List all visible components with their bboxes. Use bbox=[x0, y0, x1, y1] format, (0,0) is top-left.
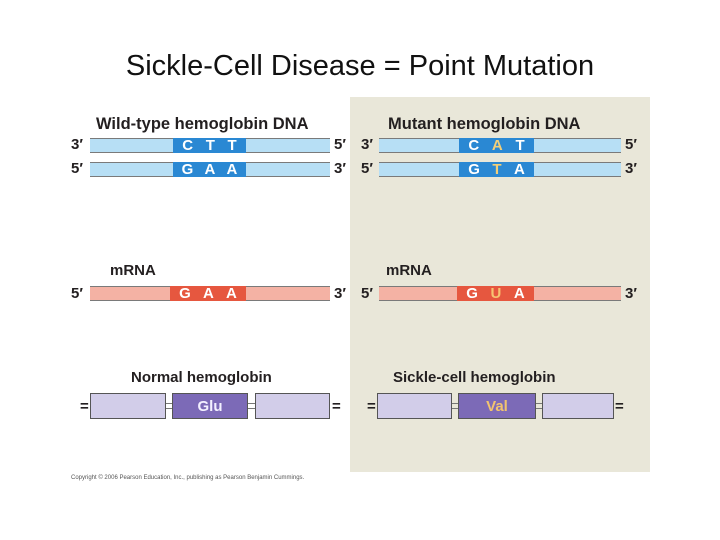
wt-peptide-bond-2 bbox=[248, 403, 255, 409]
wt-coding-base-2: A bbox=[204, 161, 216, 178]
wt-mrna-base-1: G bbox=[179, 285, 191, 302]
mut-coding-codon: G T A bbox=[459, 161, 534, 178]
wt-protein-bead-right bbox=[255, 393, 330, 419]
mut-coding-base-2-mutated: T bbox=[492, 161, 502, 178]
mut-template-base-2-mutated: A bbox=[491, 137, 503, 154]
wild-type-dna-heading: Wild-type hemoglobin DNA bbox=[96, 115, 309, 133]
wt-peptide-bond-1 bbox=[166, 403, 172, 409]
mut-template-codon: C A T bbox=[459, 137, 534, 154]
wt-template-left-end: 3′ bbox=[71, 136, 83, 153]
wt-left-bond-glyph: = bbox=[80, 398, 89, 415]
mut-mrna-base-3: A bbox=[513, 285, 525, 302]
mutant-dna-heading: Mutant hemoglobin DNA bbox=[388, 115, 581, 133]
mut-right-bond-glyph: = bbox=[615, 398, 624, 415]
mut-mrna-base-1: G bbox=[466, 285, 478, 302]
wt-coding-left-end: 5′ bbox=[71, 160, 83, 177]
wt-mrna-base-3: A bbox=[226, 285, 237, 302]
wt-template-right-end: 5′ bbox=[334, 136, 346, 153]
mut-template-base-1: C bbox=[468, 137, 480, 154]
mut-peptide-bond-1 bbox=[452, 403, 458, 409]
wt-template-codon: C T T bbox=[173, 137, 246, 154]
wt-mrna-right-end: 3′ bbox=[334, 285, 346, 302]
wt-right-bond-glyph: = bbox=[332, 398, 341, 415]
mut-template-left-end: 3′ bbox=[361, 136, 373, 153]
mut-protein-bead-left bbox=[377, 393, 452, 419]
wt-mrna-base-2: A bbox=[202, 285, 214, 302]
mut-left-bond-glyph: = bbox=[367, 398, 376, 415]
wt-coding-codon: G A A bbox=[173, 161, 246, 178]
wt-amino-acid-bead: Glu bbox=[172, 393, 248, 419]
wt-coding-base-1: G bbox=[181, 161, 194, 178]
wt-template-base-3: T bbox=[227, 137, 237, 154]
mut-coding-base-3: A bbox=[513, 161, 525, 178]
mut-mrna-codon: G U A bbox=[457, 285, 534, 302]
slide-title: Sickle-Cell Disease = Point Mutation bbox=[125, 50, 595, 82]
mut-protein-bead-right bbox=[542, 393, 614, 419]
wt-protein-bead-left bbox=[90, 393, 166, 419]
wt-coding-right-end: 3′ bbox=[334, 160, 346, 177]
wt-mrna-codon: G A A bbox=[170, 285, 246, 302]
wt-mrna-label: mRNA bbox=[110, 262, 156, 279]
mut-mrna-base-2-mutated: U bbox=[490, 285, 502, 302]
mut-template-base-3: T bbox=[515, 137, 525, 154]
sickle-cell-hemoglobin-label: Sickle-cell hemoglobin bbox=[393, 369, 556, 386]
mut-mrna-left-end: 5′ bbox=[361, 285, 373, 302]
mut-template-right-end: 5′ bbox=[625, 136, 637, 153]
mut-mrna-right-end: 3′ bbox=[625, 285, 637, 302]
mut-coding-base-1: G bbox=[468, 161, 480, 178]
mut-amino-acid-bead: Val bbox=[458, 393, 536, 419]
copyright-notice: Copyright © 2006 Pearson Education, Inc.… bbox=[71, 475, 305, 481]
mut-mrna-label: mRNA bbox=[386, 262, 432, 279]
mut-coding-left-end: 5′ bbox=[361, 160, 373, 177]
mut-peptide-bond-2 bbox=[536, 403, 542, 409]
normal-hemoglobin-label: Normal hemoglobin bbox=[131, 369, 272, 386]
wt-template-base-1: C bbox=[182, 137, 194, 154]
wt-template-base-2: T bbox=[205, 137, 215, 154]
wt-mrna-left-end: 5′ bbox=[71, 285, 83, 302]
mut-coding-right-end: 3′ bbox=[625, 160, 637, 177]
wt-coding-base-3: A bbox=[226, 161, 238, 178]
